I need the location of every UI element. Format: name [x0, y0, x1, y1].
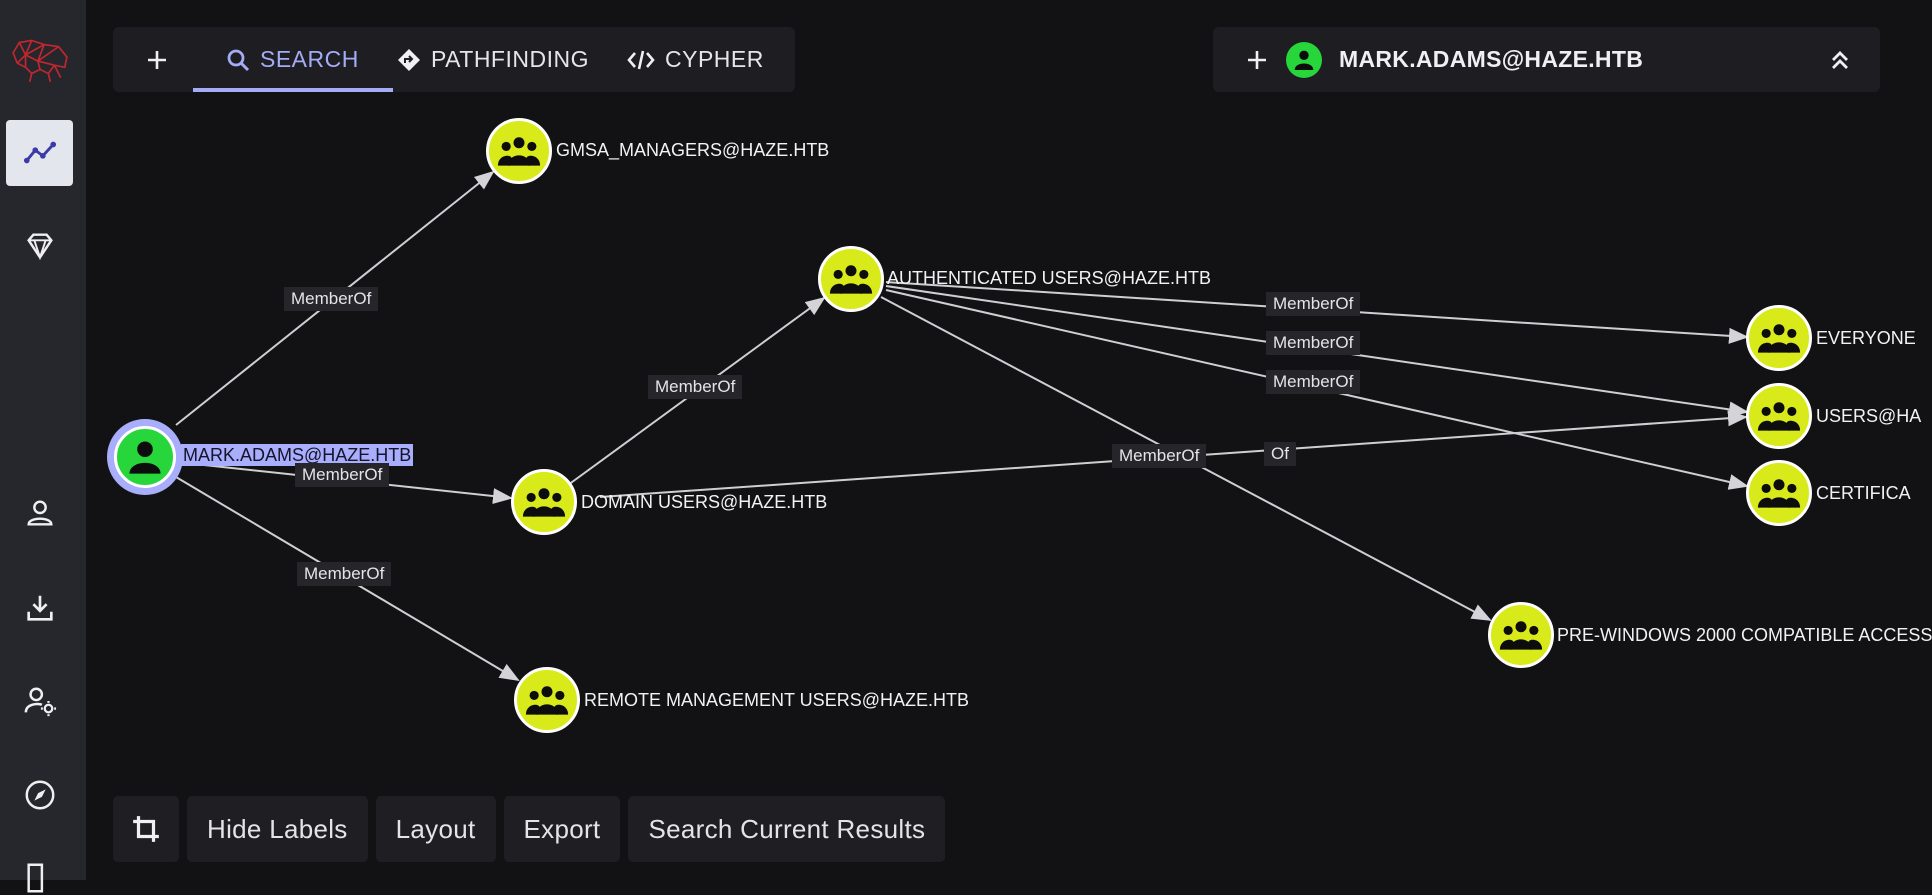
tab-cypher-label: CYPHER [665, 46, 764, 72]
export-button[interactable]: Export [503, 796, 621, 862]
node-gmsa-managers[interactable] [486, 118, 552, 184]
layout-button[interactable]: Layout [375, 796, 496, 862]
group-icon [1757, 402, 1801, 431]
user-icon [129, 441, 161, 474]
tab-search[interactable]: SEARCH [226, 27, 359, 92]
tab-cypher[interactable]: CYPHER [627, 27, 764, 92]
bloodhound-logo-icon [11, 39, 68, 82]
gem-icon [26, 233, 53, 261]
group-icon [1757, 479, 1801, 508]
edge-label-memberof: MemberOf [295, 463, 390, 487]
group-icon [522, 488, 566, 517]
node-label-authenticated-users: AUTHENTICATED USERS@HAZE.HTB [887, 268, 1211, 288]
graph-controls: Hide Labels Layout Export Search Current… [113, 796, 946, 862]
edge-label-partial: Of [1264, 442, 1296, 466]
graph-trend-icon [23, 141, 56, 164]
collapse-panel-button[interactable] [1818, 27, 1862, 92]
crop-button[interactable] [113, 796, 179, 862]
group-icon [525, 686, 569, 715]
node-label-mark-adams: MARK.ADAMS@HAZE.HTB [181, 444, 414, 466]
node-label-domain-users: DOMAIN USERS@HAZE.HTB [581, 492, 828, 512]
search-icon [227, 49, 250, 71]
crop-icon [133, 816, 159, 842]
edge-label-memberof: MemberOf [1266, 370, 1361, 394]
group-icon [497, 137, 541, 166]
edge-label-memberof: MemberOf [284, 287, 379, 311]
graph-canvas[interactable]: MARK.ADAMS@HAZE.HTB GMSA_MANAGERS@HAZE.H… [86, 0, 1932, 880]
search-toolbar: SEARCH PATHFINDING CYPHER [113, 27, 795, 92]
node-label-certificate: CERTIFICA [1816, 483, 1911, 503]
explore-nav-button[interactable] [6, 120, 73, 186]
node-pre-windows-2000[interactable] [1488, 602, 1554, 668]
diamond-arrow-icon [398, 48, 420, 71]
selected-add-button[interactable] [1235, 27, 1279, 92]
logout-nav-button[interactable] [6, 856, 73, 893]
active-tab-indicator [193, 88, 393, 92]
tab-pathfinding-label: PATHFINDING [431, 46, 589, 72]
double-chevron-up-icon [1832, 50, 1848, 69]
node-label-everyone: EVERYONE [1816, 328, 1916, 348]
node-domain-users[interactable] [511, 469, 577, 535]
compass-nav-button[interactable] [6, 762, 73, 828]
tab-search-label: SEARCH [260, 46, 359, 72]
compass-icon [25, 780, 54, 810]
add-button[interactable] [135, 27, 179, 92]
node-users[interactable] [1746, 383, 1812, 449]
node-mark-adams[interactable] [107, 419, 183, 495]
edge-label-memberof: MemberOf [1266, 292, 1361, 316]
edge-label-memberof: MemberOf [1266, 331, 1361, 355]
node-label-gmsa-managers: GMSA_MANAGERS@HAZE.HTB [556, 140, 830, 160]
plus-icon [1248, 50, 1266, 69]
edge-label-memberof: MemberOf [1112, 444, 1207, 468]
download-nav-button[interactable] [6, 575, 73, 641]
node-everyone[interactable] [1746, 305, 1812, 371]
code-icon [627, 50, 655, 69]
bloodhound-logo[interactable] [6, 25, 73, 91]
group-icon [1499, 621, 1543, 650]
plus-icon [148, 50, 166, 69]
node-certificate[interactable] [1746, 460, 1812, 526]
selected-user-badge [1286, 42, 1322, 78]
edge-label-memberof: MemberOf [648, 375, 743, 399]
user-gear-icon [24, 687, 56, 717]
user-icon [1294, 50, 1314, 70]
node-authenticated-users[interactable] [818, 246, 884, 312]
admin-nav-button[interactable] [6, 668, 73, 734]
selected-entity-name: MARK.ADAMS@HAZE.HTB [1339, 46, 1644, 72]
group-icon [829, 265, 873, 294]
search-current-results-button[interactable]: Search Current Results [628, 796, 946, 862]
tab-pathfinding[interactable]: PATHFINDING [397, 27, 589, 92]
profile-nav-button[interactable] [6, 480, 73, 546]
sidebar [0, 0, 86, 893]
node-label-pre-windows-2000: PRE-WINDOWS 2000 COMPATIBLE ACCESS [1557, 625, 1932, 645]
person-icon [26, 500, 53, 526]
group-management-nav-button[interactable] [6, 213, 73, 279]
graph-edges [175, 170, 1749, 682]
logout-icon [26, 863, 43, 893]
hide-labels-button[interactable]: Hide Labels [187, 796, 368, 862]
node-remote-management-users[interactable] [514, 667, 580, 733]
node-label-users: USERS@HA [1816, 406, 1922, 426]
node-label-remote-management-users: REMOTE MANAGEMENT USERS@HAZE.HTB [584, 690, 969, 710]
edge-label-memberof: MemberOf [297, 562, 392, 586]
group-icon [1757, 324, 1801, 353]
download-icon [26, 595, 53, 621]
selected-entity-panel: MARK.ADAMS@HAZE.HTB [1213, 27, 1880, 92]
